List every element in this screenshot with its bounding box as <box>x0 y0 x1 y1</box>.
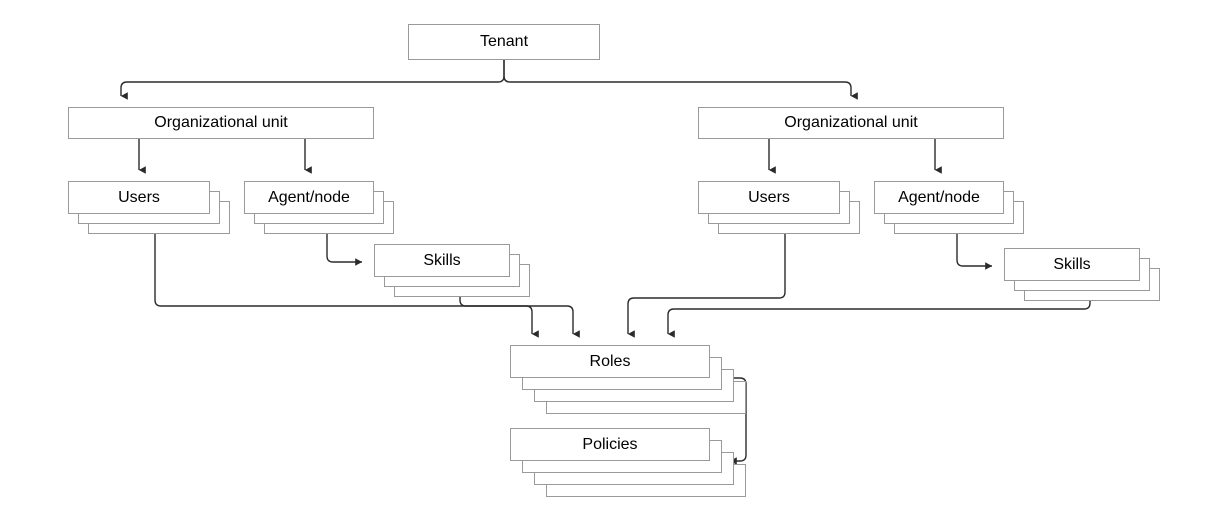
edge-agent-right-to-skills-right <box>956 231 993 270</box>
node-roles[interactable]: Roles <box>510 345 746 414</box>
node-policies-label: Policies <box>582 435 638 453</box>
node-skills-right[interactable]: Skills <box>1004 248 1160 301</box>
node-agent-left-face: Agent/node <box>244 181 374 214</box>
node-tenant[interactable]: Tenant <box>408 24 600 60</box>
node-users-left[interactable]: Users <box>68 181 230 234</box>
node-skills-left-face: Skills <box>374 244 510 277</box>
node-skills-right-face: Skills <box>1004 248 1140 281</box>
node-tenant-label: Tenant <box>479 33 529 50</box>
node-ou-left[interactable]: Organizational unit <box>68 107 374 139</box>
node-roles-label: Roles <box>589 352 631 370</box>
node-agent-right[interactable]: Agent/node <box>874 181 1024 234</box>
node-agent-right-face: Agent/node <box>874 181 1004 214</box>
node-agent-left-label: Agent/node <box>268 188 350 206</box>
node-ou-right[interactable]: Organizational unit <box>698 107 1004 139</box>
node-ou-left-label: Organizational unit <box>154 114 288 131</box>
node-tenant-face: Tenant <box>408 24 600 60</box>
node-users-right-face: Users <box>698 181 840 214</box>
node-skills-left[interactable]: Skills <box>374 244 530 297</box>
node-ou-right-label: Organizational unit <box>784 114 918 131</box>
edge-skills-left-to-roles <box>459 293 580 338</box>
node-policies[interactable]: Policies <box>510 428 746 497</box>
edge-tenant-to-ou-right <box>503 60 858 100</box>
edge-users-right-to-roles <box>627 214 786 338</box>
edge-roles-to-policies <box>729 377 747 465</box>
edge-agent-left-to-skills-left <box>326 231 363 266</box>
node-ou-left-face: Organizational unit <box>68 107 374 139</box>
node-users-right-label: Users <box>748 188 790 206</box>
node-users-left-label: Users <box>118 188 160 206</box>
node-roles-face: Roles <box>510 345 710 378</box>
node-skills-right-label: Skills <box>1053 255 1091 273</box>
edge-tenant-to-ou-left <box>120 60 505 100</box>
node-skills-left-label: Skills <box>423 251 461 269</box>
edge-users-left-to-roles <box>154 214 539 338</box>
node-ou-right-face: Organizational unit <box>698 107 1004 139</box>
node-policies-face: Policies <box>510 428 710 461</box>
node-users-right[interactable]: Users <box>698 181 860 234</box>
edge-skills-right-to-roles <box>667 297 1091 338</box>
node-users-left-face: Users <box>68 181 210 214</box>
node-agent-right-label: Agent/node <box>898 188 980 206</box>
node-agent-left[interactable]: Agent/node <box>244 181 394 234</box>
